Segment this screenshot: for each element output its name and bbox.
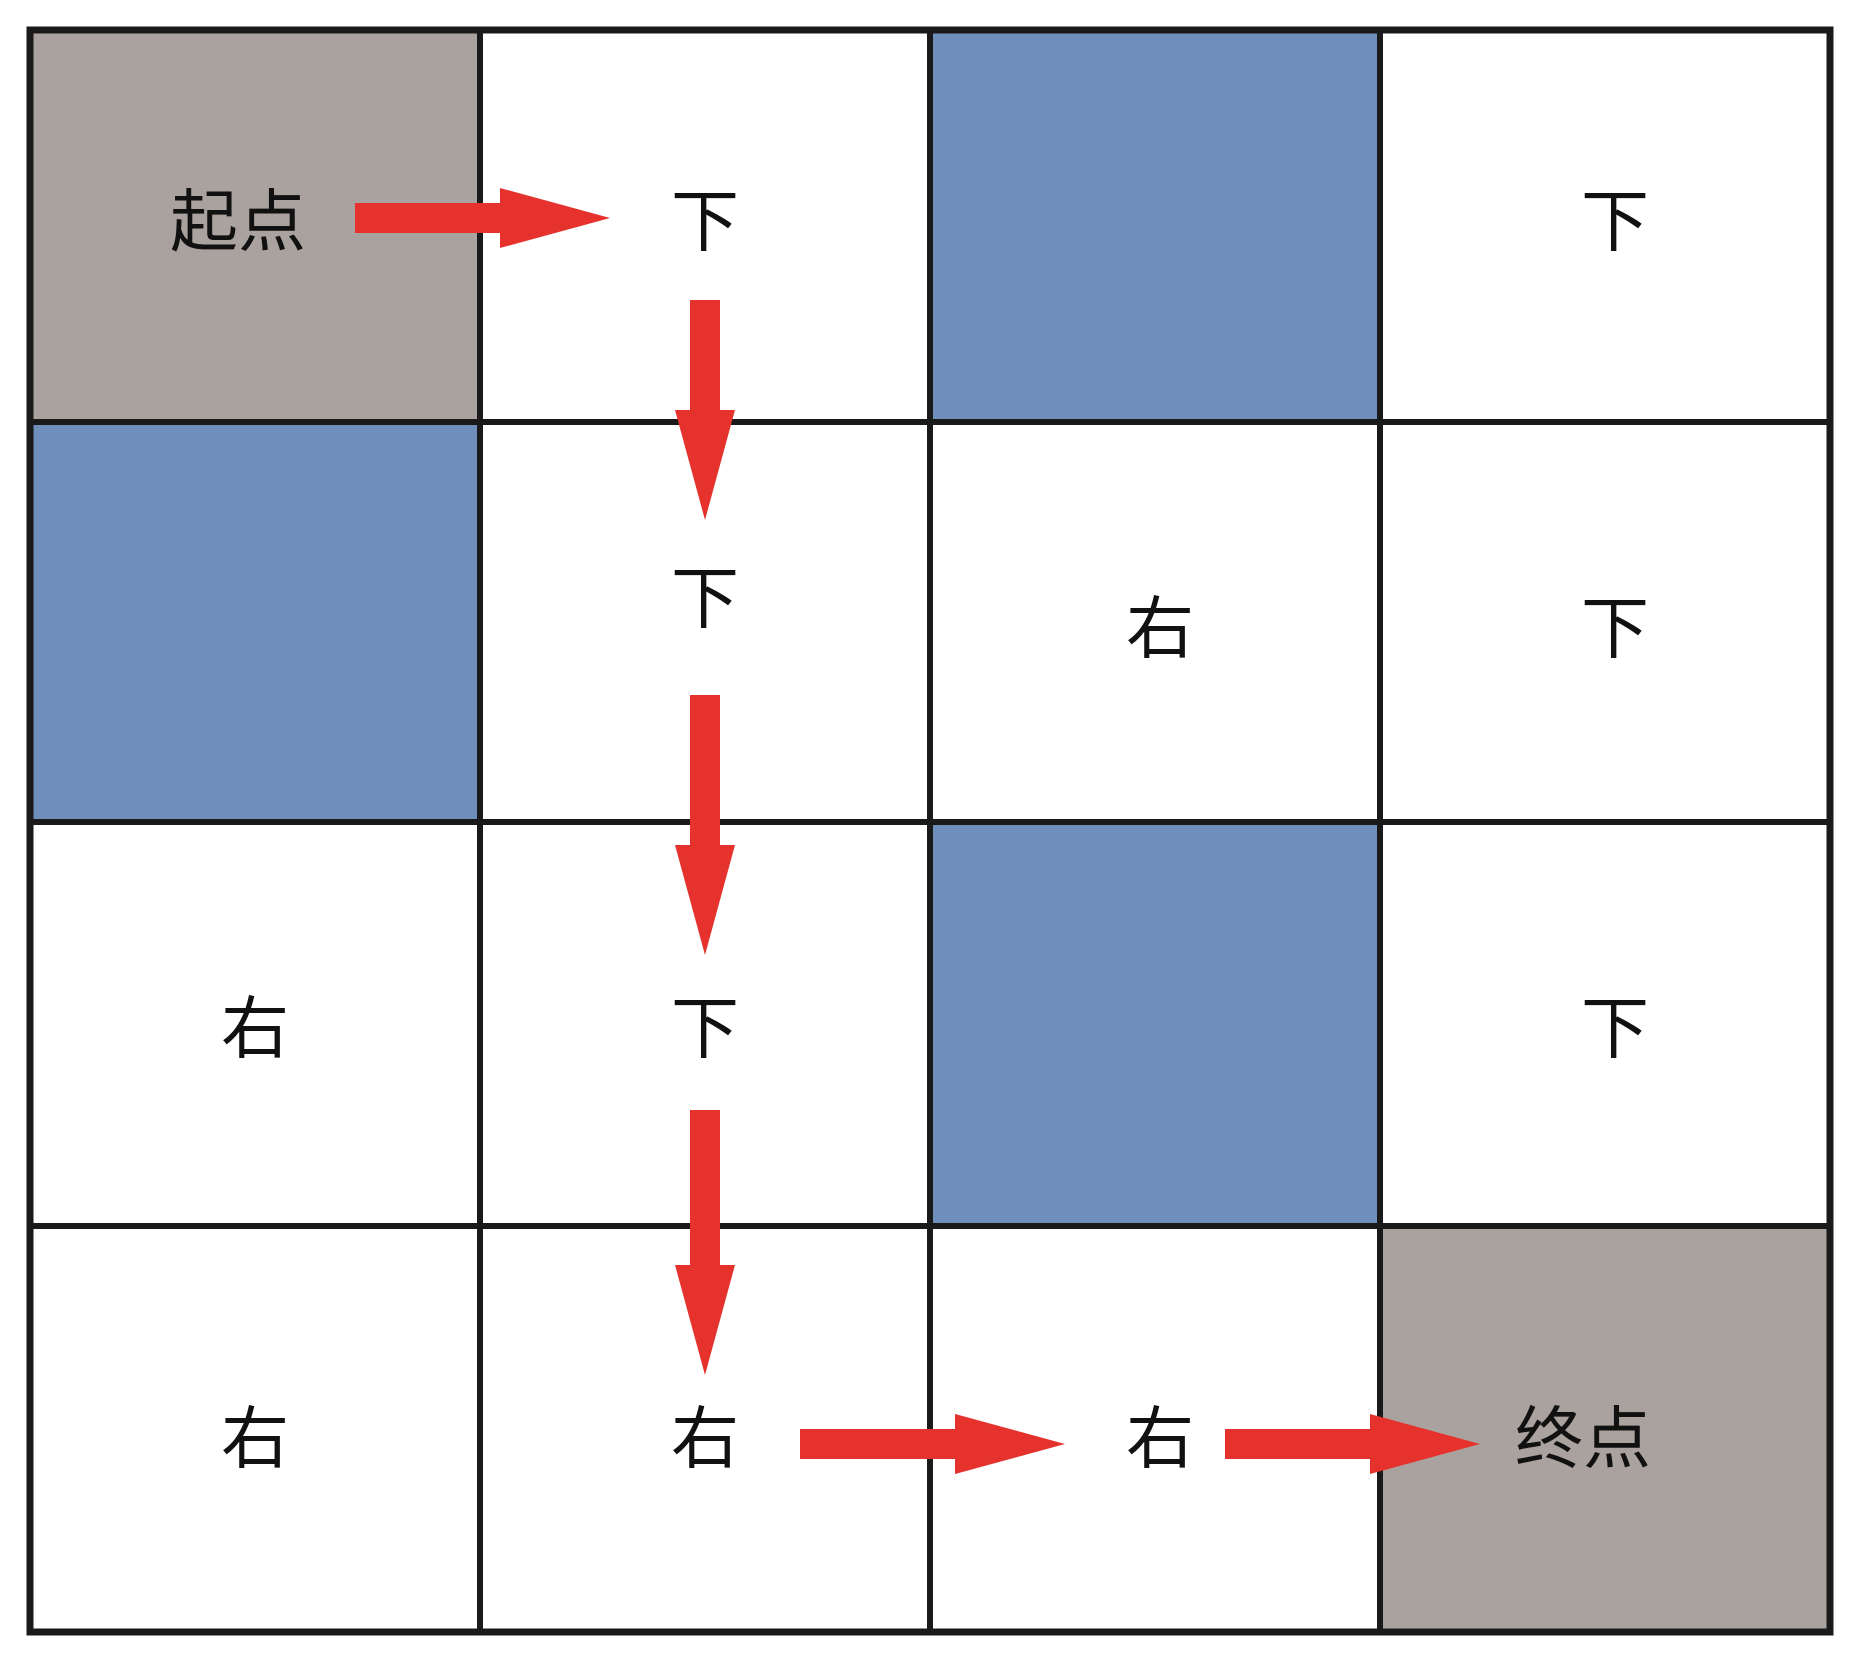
path-arrow-icon [1225,1414,1480,1474]
cell-direction-label: 下 [671,561,739,640]
grid-cell-open [930,422,1380,822]
cell-direction-label: 右 [221,991,289,1070]
grid-cell-obstacle [930,822,1380,1226]
grid-cell-endpoint [1380,1226,1830,1632]
grid-cell-open [1380,30,1830,422]
cell-direction-label: 下 [1581,184,1649,263]
grid-cell-obstacle [930,30,1380,422]
path-arrow-icon [355,188,610,248]
cell-direction-label: 右 [671,1401,739,1480]
grid-outer-border [26,26,1834,1636]
cell-direction-label: 右 [221,1401,289,1480]
cell-direction-label: 下 [671,184,739,263]
end-label: 终点 [1515,1401,1651,1480]
grid-cell-open [1380,822,1830,1226]
grid-cell-obstacle [30,422,480,822]
path-arrow-icon [675,695,735,955]
grid-cell-open [30,1226,480,1632]
cell-direction-label: 下 [671,991,739,1070]
path-arrow-icon [800,1414,1065,1474]
cell-direction-label: 下 [1581,591,1649,670]
grid-cell-open [30,822,480,1226]
grid-cell-open [1380,422,1830,822]
path-arrow-icon [675,300,735,520]
cell-direction-label: 右 [1126,1401,1194,1480]
cell-direction-label: 下 [1581,991,1649,1070]
cell-direction-label: 右 [1126,591,1194,670]
path-arrow-icon [675,1110,735,1375]
start-label: 起点 [170,184,306,263]
